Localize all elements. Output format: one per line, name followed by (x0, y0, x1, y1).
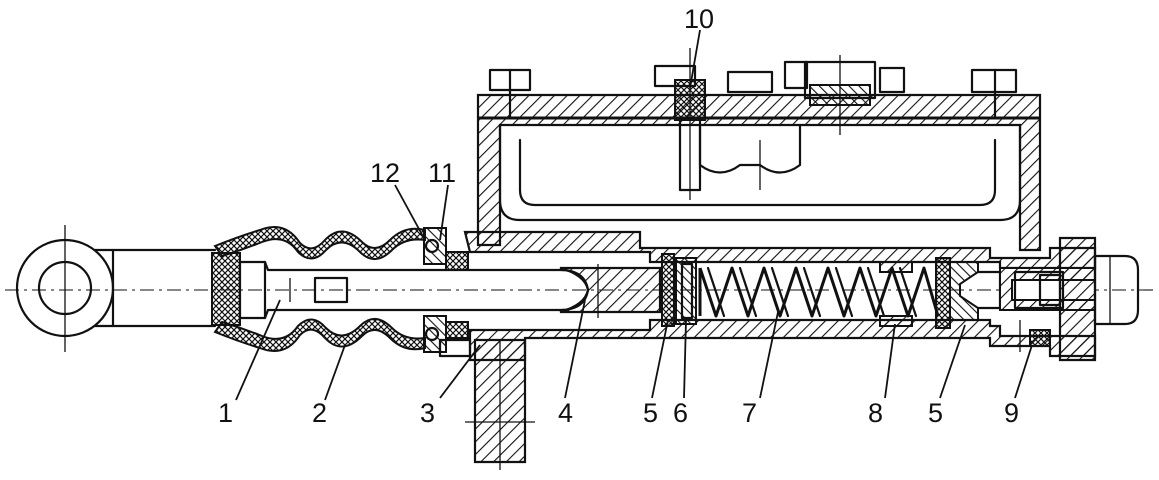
bleed-screw (674, 48, 706, 200)
label-7: 7 (742, 398, 757, 428)
rubber-boot (213, 226, 426, 352)
fluid-reservoir (476, 55, 1042, 252)
piston-seals (661, 253, 697, 327)
part-labels: 1 2 3 4 5 6 7 8 5 9 10 11 12 (218, 4, 1019, 428)
push-rod (211, 252, 590, 326)
retainer-seal (423, 227, 472, 358)
return-spring (698, 266, 940, 318)
label-5-left: 5 (643, 398, 658, 428)
leader-lines (235, 29, 1033, 401)
label-8: 8 (868, 398, 883, 428)
label-2: 2 (312, 398, 327, 428)
label-10: 10 (684, 4, 714, 34)
clevis-eye (15, 225, 217, 352)
label-9: 9 (1004, 398, 1019, 428)
label-6: 6 (673, 398, 688, 428)
label-1: 1 (218, 398, 233, 428)
label-11: 11 (428, 158, 456, 188)
label-5-right: 5 (928, 398, 943, 428)
spring-seat (879, 257, 951, 329)
outlet-valve (949, 236, 1140, 362)
label-3: 3 (420, 398, 435, 428)
label-4: 4 (558, 398, 573, 428)
label-12: 12 (370, 158, 400, 188)
